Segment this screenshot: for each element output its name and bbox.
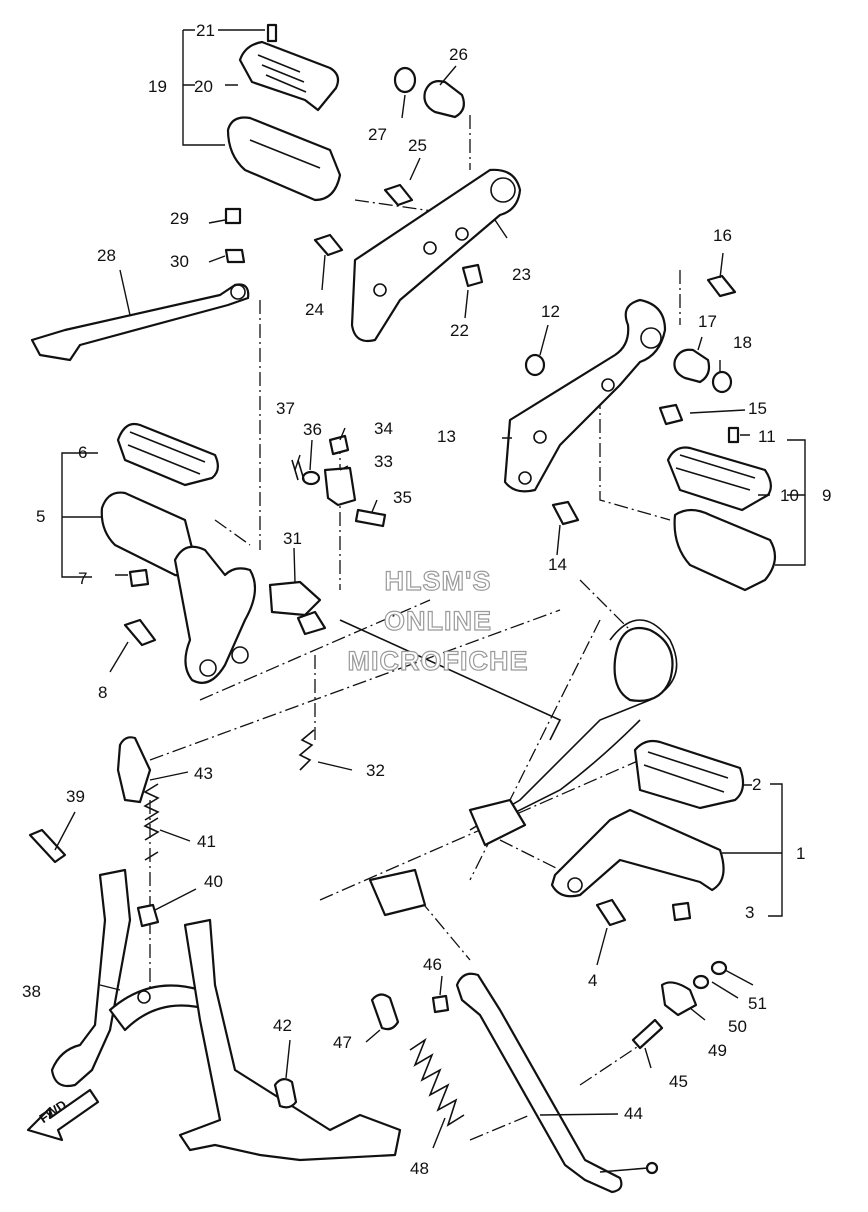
- callout-5: 5: [36, 507, 46, 526]
- callout-39: 39: [66, 787, 85, 806]
- callout-13: 13: [437, 427, 456, 446]
- callout-9: 9: [822, 486, 832, 505]
- callout-32: 32: [366, 761, 385, 780]
- callout-49: 49: [708, 1041, 727, 1060]
- callout-8: 8: [98, 683, 108, 702]
- callout-24: 24: [305, 300, 324, 319]
- callout-41: 41: [197, 832, 216, 851]
- callout-2: 2: [752, 775, 762, 794]
- callout-7: 7: [78, 569, 88, 588]
- callout-46: 46: [423, 955, 442, 974]
- callout-21: 21: [196, 21, 215, 40]
- callout-36: 36: [303, 420, 322, 439]
- callout-45: 45: [669, 1072, 688, 1091]
- callout-43: 43: [194, 764, 213, 783]
- watermark-line1: HLSM'S: [384, 565, 492, 596]
- callout-51: 51: [748, 994, 767, 1013]
- callout-50: 50: [728, 1017, 747, 1036]
- callout-17: 17: [698, 312, 717, 331]
- callout-11: 11: [758, 427, 776, 446]
- callout-48: 48: [410, 1159, 429, 1178]
- callout-34: 34: [374, 419, 393, 438]
- callout-10: 10: [780, 486, 799, 505]
- callout-33: 33: [374, 452, 393, 471]
- callout-37: 37: [276, 399, 295, 418]
- callout-27: 27: [368, 125, 387, 144]
- callout-30: 30: [170, 252, 189, 271]
- callout-20: 20: [194, 77, 213, 96]
- callout-29: 29: [170, 209, 189, 228]
- callout-38: 38: [22, 982, 41, 1001]
- callout-15: 15: [748, 399, 767, 418]
- callout-1: 1: [796, 844, 806, 863]
- callout-25: 25: [408, 136, 427, 155]
- callout-18: 18: [733, 333, 752, 352]
- callout-44: 44: [624, 1104, 643, 1123]
- callout-42: 42: [273, 1016, 292, 1035]
- callout-26: 26: [449, 45, 468, 64]
- callout-35: 35: [393, 488, 412, 507]
- callout-31: 31: [283, 529, 302, 548]
- callout-47: 47: [333, 1033, 352, 1052]
- callout-6: 6: [78, 443, 88, 462]
- callout-4: 4: [588, 971, 598, 990]
- watermark-line2: ONLINE: [383, 605, 492, 636]
- callout-19: 19: [148, 77, 167, 96]
- callout-3: 3: [745, 903, 755, 922]
- callout-22: 22: [450, 321, 469, 340]
- callout-12: 12: [541, 302, 560, 321]
- callout-40: 40: [204, 872, 223, 891]
- callout-23: 23: [512, 265, 531, 284]
- callout-16: 16: [713, 226, 732, 245]
- callout-14: 14: [548, 555, 567, 574]
- watermark-line3: MICROFICHE: [347, 645, 529, 676]
- callout-28: 28: [97, 246, 116, 265]
